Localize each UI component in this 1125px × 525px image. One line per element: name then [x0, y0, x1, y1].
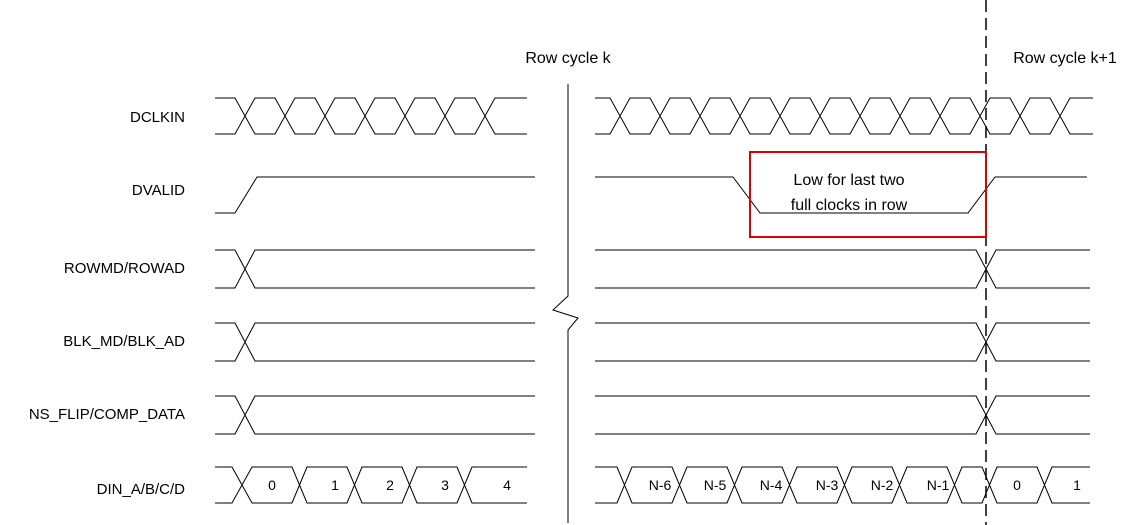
dvalid-waveform [215, 176, 1087, 214]
din-cell: N-6 [649, 477, 672, 493]
rowmd-right-segment [595, 249, 1090, 289]
din-waveform [215, 466, 1090, 504]
din-cell: 0 [1013, 477, 1021, 493]
dclkin-waveform [215, 97, 1093, 135]
din-cell: 1 [1073, 477, 1081, 493]
din-left-segment [215, 466, 527, 504]
dvalid-right-segment [595, 176, 1087, 214]
din-cell: N-4 [760, 477, 783, 493]
signal-label-rowmd-rowad: ROWMD/ROWAD [64, 260, 185, 277]
din-cell: 2 [386, 477, 394, 493]
nsflip-right-segment [595, 395, 1090, 435]
blk-right-segment [595, 322, 1090, 362]
din-cell: N-2 [871, 477, 894, 493]
din-cell: 4 [503, 477, 511, 493]
dclkin-left-segment [215, 97, 527, 135]
annotation-line-2: full clocks in row [791, 197, 908, 214]
signal-label-ns-flip-comp-data: NS_FLIP/COMP_DATA [29, 406, 185, 423]
signal-label-dclkin: DCLKIN [130, 109, 185, 126]
rowmd-left-segment [215, 249, 535, 289]
annotation-box [749, 151, 987, 238]
din-cell: 0 [268, 477, 276, 493]
din-right-segment [595, 466, 1090, 504]
din-cell: N-1 [927, 477, 950, 493]
signal-label-blk-md-blk-ad: BLK_MD/BLK_AD [63, 333, 185, 350]
time-break-marker [552, 84, 579, 523]
dclkin-right-segment [595, 97, 1093, 135]
rowmd-rowad-waveform [215, 249, 1090, 289]
din-cell: 1 [331, 477, 339, 493]
row-cycle-k-label: Row cycle k [525, 50, 611, 67]
annotation-line-1: Low for last two [793, 172, 904, 189]
signal-label-din: DIN_A/B/C/D [97, 481, 186, 498]
din-cell: N-5 [704, 477, 727, 493]
dvalid-left-segment [215, 176, 535, 214]
din-cell: N-3 [816, 477, 839, 493]
din-cell: 3 [441, 477, 449, 493]
signal-label-dvalid: DVALID [132, 182, 185, 199]
row-cycle-k1-label: Row cycle k+1 [1013, 50, 1117, 67]
blk-md-blk-ad-waveform [215, 322, 1090, 362]
blk-left-segment [215, 322, 535, 362]
nsflip-left-segment [215, 395, 535, 435]
ns-flip-comp-data-waveform [215, 395, 1090, 435]
